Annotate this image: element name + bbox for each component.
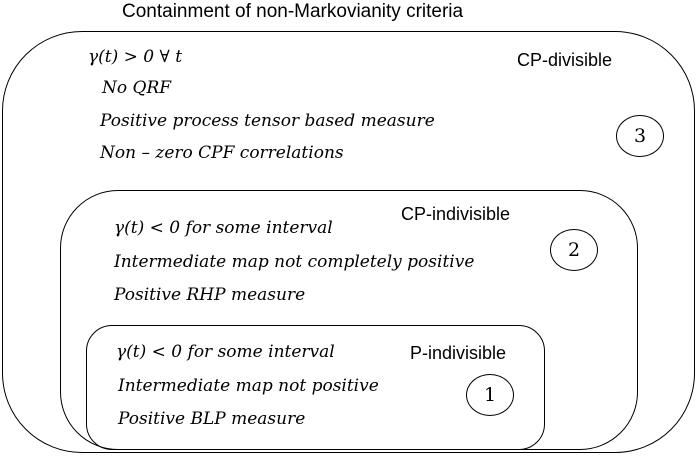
cp-divisible-region bbox=[2, 31, 695, 453]
cp-divisible-criterion-1: γ(t) > 0 ∀ t bbox=[88, 47, 183, 67]
cp-indivisible-criterion-2: Intermediate map not completely positive bbox=[114, 252, 475, 272]
cp-divisible-criterion-3: Positive process tensor based measure bbox=[100, 111, 435, 131]
diagram-title: Containment of non-Markovianity criteria bbox=[122, 1, 464, 22]
p-indivisible-criterion-3: Positive BLP measure bbox=[118, 409, 306, 429]
cp-indivisible-label: CP-indivisible bbox=[401, 204, 511, 224]
region-number-2: 2 bbox=[550, 229, 598, 271]
cp-divisible-criterion-2: No QRF bbox=[102, 78, 172, 98]
cp-divisible-criterion-4: Non – zero CPF correlations bbox=[100, 143, 344, 163]
p-indivisible-label: P-indivisible bbox=[410, 343, 507, 363]
p-indivisible-region bbox=[86, 325, 545, 450]
region-number-1: 1 bbox=[466, 374, 514, 416]
cp-divisible-label: CP-divisible bbox=[517, 50, 613, 70]
p-indivisible-criterion-2: Intermediate map not positive bbox=[118, 376, 379, 396]
cp-indivisible-criterion-3: Positive RHP measure bbox=[114, 285, 306, 305]
region-number-3: 3 bbox=[616, 115, 664, 157]
p-indivisible-criterion-1: γ(t) < 0 for some interval bbox=[116, 342, 335, 362]
cp-indivisible-criterion-1: γ(t) < 0 for some interval bbox=[114, 218, 333, 238]
